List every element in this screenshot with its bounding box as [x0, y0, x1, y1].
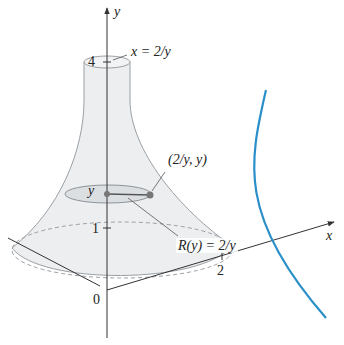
tick-value: 4: [88, 54, 95, 69]
axis-label: y: [114, 4, 120, 19]
axis-label: x: [326, 228, 332, 243]
point-label: (2/y, y): [166, 152, 209, 167]
curve-equation: x = 2/y: [129, 44, 173, 59]
tick-value: 0: [93, 292, 100, 307]
tick-value: 2: [217, 263, 224, 278]
tick-value: 1: [92, 221, 99, 236]
radius-label: R(y) = 2/y: [176, 238, 238, 253]
variable-label: y: [88, 183, 94, 198]
